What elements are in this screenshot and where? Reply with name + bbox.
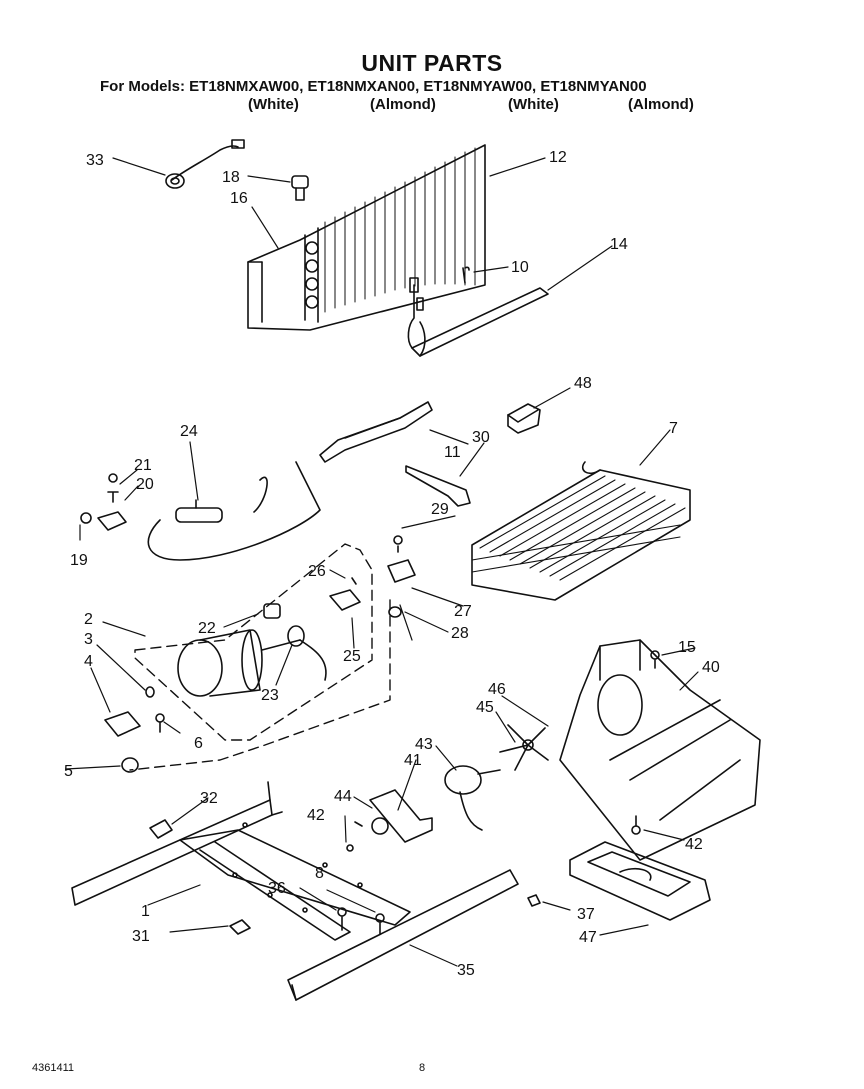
page-title: UNIT PARTS [361,50,503,76]
fan-blade-part [499,724,549,771]
callout-26: 26 [308,563,326,580]
heater-tube-part [407,277,549,357]
callout-47: 47 [579,929,597,946]
callout-18: 18 [222,169,240,186]
base-plate-part [559,639,761,861]
callout-45: 45 [476,699,494,716]
callout-41: 41 [404,752,422,769]
callout-5: 5 [64,763,73,780]
callout-32: 32 [200,790,218,807]
callout-36: 36 [268,880,286,897]
screw-15-part [650,650,660,669]
callout-19: 19 [70,552,88,569]
condenser-part [247,144,486,331]
callout-6: 6 [194,735,203,752]
callout-12: 12 [549,149,567,166]
compressor-part [177,629,301,697]
start-relay-part [263,577,361,681]
power-cord-part [165,139,245,189]
fan-motor-part [346,765,501,852]
capillary-tube-part [147,461,321,561]
callout-40: 40 [702,659,720,676]
rail-35-part [287,869,519,1001]
variant-label-2: (Almond) [370,96,436,113]
drain-pan-part [569,841,711,921]
callout-24: 24 [180,423,198,440]
callout-20: 20 [136,476,154,493]
drier-part [319,401,433,463]
callout-42-right: 42 [685,836,703,853]
screw-42-part [631,815,641,835]
callout-15: 15 [678,639,696,656]
screw-18-part [291,175,309,201]
callout-25: 25 [343,648,361,665]
callout-14: 14 [610,236,628,253]
callout-11: 11 [444,444,461,461]
mount-hardware-part [104,686,165,773]
callout-33: 33 [86,152,104,169]
strap-part [405,465,471,507]
clip-10-part [462,266,470,284]
callout-21: 21 [134,457,152,474]
callout-31: 31 [132,928,150,945]
callout-1: 1 [141,903,150,920]
callout-3: 3 [84,631,93,648]
variant-label-1: (White) [248,96,299,113]
callout-44: 44 [334,788,352,805]
screw-36-part [337,907,347,931]
relay-box-part [387,535,416,618]
callout-28: 28 [451,625,469,642]
callout-48: 48 [574,375,592,392]
evaporator-part [471,461,691,601]
callout-8: 8 [315,865,324,882]
cap-48-part [507,403,541,434]
clip-32-part [149,819,173,839]
callout-4: 4 [84,653,93,670]
leader-lines [65,157,699,967]
callout-2: 2 [84,611,93,628]
callout-42-left: 42 [307,807,325,824]
callout-27: 27 [454,603,472,620]
page-number: 8 [419,1062,426,1074]
callout-46: 46 [488,681,506,698]
callout-29: 29 [431,501,449,518]
clip-31-part [229,919,251,935]
screw-37-part [527,894,541,907]
callout-43: 43 [415,736,433,753]
document-number: 4361411 [32,1062,75,1074]
callout-16: 16 [230,190,248,207]
callout-35: 35 [457,962,475,979]
callout-30: 30 [472,429,490,446]
overload-hardware-part [80,473,127,531]
callout-23: 23 [261,687,279,704]
callout-37: 37 [577,906,595,923]
base-frame-part [71,781,411,941]
models-line: For Models: ET18NMXAW00, ET18NMXAN00, ET… [100,78,647,95]
callout-10: 10 [511,259,529,276]
callout-7: 7 [669,420,678,437]
callout-22: 22 [198,620,216,637]
screw-8-part [375,913,385,935]
variant-label-4: (Almond) [628,96,694,113]
variant-label-3: (White) [508,96,559,113]
compressor-kit-outline [134,543,373,741]
